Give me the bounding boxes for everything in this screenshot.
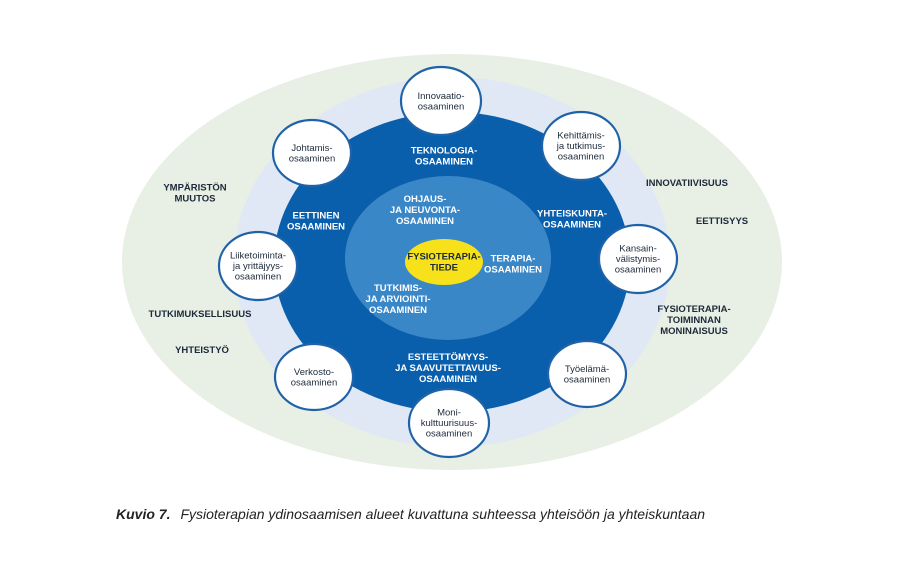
- ring-label-eettinen-line: OSAAMINEN: [287, 222, 345, 233]
- outer-label-ymparisto-line: MUUTOS: [175, 194, 216, 205]
- bubble-label-kehittamis-line: Kehittämis-: [557, 131, 605, 142]
- outer-label-yhteistyo: YHTEISTYÖ: [175, 345, 229, 356]
- bubble-label-innovaatio-line: osaaminen: [418, 101, 464, 112]
- caption-text: Fysioterapian ydinosaamisen alueet kuvat…: [180, 506, 706, 522]
- inner-label-tutkimis: TUTKIMIS-JA ARVIOINTI-OSAAMINEN: [365, 283, 430, 316]
- bubble-label-tyoelama-line: Työelämä-: [565, 364, 609, 375]
- bubble-tyoelama: [546, 339, 628, 409]
- outer-label-yhteistyo-line: YHTEISTYÖ: [175, 345, 229, 356]
- inner-label-ohjaus-line: JA NEUVONTA-: [390, 205, 460, 216]
- inner-label-terapia: TERAPIA-OSAAMINEN: [484, 254, 542, 276]
- core-label-line: FYSIOTERAPIA-: [407, 252, 480, 263]
- bubble-label-monikulttuurisuus-line: kulttuurisuus-: [421, 418, 478, 429]
- outer-label-eettisyys: EETTISYYS: [696, 216, 748, 227]
- bubble-liiketoiminta: [217, 230, 299, 302]
- bubble-label-johtamis: Johtamis-osaaminen: [289, 143, 335, 165]
- bubble-label-verkosto-line: osaaminen: [291, 377, 337, 388]
- core-ellipse: [405, 239, 483, 285]
- inner-label-tutkimis-line: TUTKIMIS-: [374, 283, 422, 294]
- bubble-label-tyoelama: Työelämä-osaaminen: [564, 364, 610, 386]
- inner-label-ohjaus-line: OHJAUS-: [404, 194, 447, 205]
- bubble-monikulttuurisuus: [407, 387, 491, 459]
- outer-label-moninaisuus-line: FYSIOTERAPIA-: [657, 304, 730, 315]
- inner-label-ohjaus: OHJAUS-JA NEUVONTA-OSAAMINEN: [390, 194, 460, 227]
- bubble-label-johtamis-line: osaaminen: [289, 153, 335, 164]
- ring-label-esteettomyys-line: ESTEETTÖMYYS-: [408, 352, 488, 363]
- bubble-label-kansainvalistymis-line: osaaminen: [615, 265, 661, 276]
- ring-label-teknologia-line: OSAAMINEN: [415, 157, 473, 168]
- core-label-line: TIEDE: [430, 263, 458, 274]
- bubble-label-kehittamis-line: ja tutkimus-: [556, 141, 606, 152]
- bubble-label-verkosto: Verkosto-osaaminen: [291, 367, 337, 389]
- outer-label-innovatiivisuus: INNOVATIIVISUUS: [646, 178, 728, 189]
- ring-label-esteettomyys-line: JA SAAVUTETTAVUUS-: [395, 363, 501, 374]
- outer-label-tutkimuksellisuus-line: TUTKIMUKSELLISUUS: [149, 309, 252, 320]
- bubble-kansainvalistymis: [597, 223, 679, 295]
- bubble-label-verkosto-line: Verkosto-: [294, 367, 334, 378]
- inner-label-ohjaus-line: OSAAMINEN: [396, 216, 454, 227]
- bubble-label-kansainvalistymis: Kansain-välistymis-osaaminen: [615, 244, 661, 276]
- inner-label-terapia-line: OSAAMINEN: [484, 265, 542, 276]
- outer-label-ymparisto-line: YMPÄRISTÖN: [163, 183, 226, 194]
- outer-label-tutkimuksellisuus: TUTKIMUKSELLISUUS: [149, 309, 252, 320]
- bubble-verkosto: [273, 342, 355, 412]
- outer-label-moninaisuus-line: TOIMINNAN: [667, 315, 721, 326]
- bubble-label-monikulttuurisuus-line: osaaminen: [426, 429, 472, 440]
- bubble-label-innovaatio: Innovaatio-osaaminen: [417, 91, 464, 113]
- outer-label-innovatiivisuus-line: INNOVATIIVISUUS: [646, 178, 728, 189]
- ring-label-eettinen-line: EETTINEN: [293, 211, 340, 222]
- bubble-kehittamis: [540, 110, 622, 182]
- ring-label-teknologia-line: TEKNOLOGIA-: [411, 146, 478, 157]
- ring-label-yhteiskunta: YHTEISKUNTA-OSAAMINEN: [537, 209, 607, 231]
- bubble-label-liiketoiminta-line: Liiketoiminta-: [230, 251, 286, 262]
- ring-label-esteettomyys-line: OSAAMINEN: [419, 374, 477, 385]
- ring-label-yhteiskunta-line: YHTEISKUNTA-: [537, 209, 607, 220]
- figure-caption: Kuvio 7. Fysioterapian ydinosaamisen alue…: [116, 506, 705, 522]
- bubble-label-tyoelama-line: osaaminen: [564, 374, 610, 385]
- bubble-label-liiketoiminta-line: ja yrittäjyys-: [232, 261, 283, 272]
- bubble-label-liiketoiminta: Liiketoiminta-ja yrittäjyys-osaaminen: [230, 251, 286, 283]
- bubble-label-liiketoiminta-line: osaaminen: [235, 272, 281, 283]
- inner-label-tutkimis-line: OSAAMINEN: [369, 305, 427, 316]
- bubble-label-monikulttuurisuus-line: Moni-: [437, 408, 461, 419]
- inner-label-tutkimis-line: JA ARVIOINTI-: [365, 294, 430, 305]
- bubble-label-kansainvalistymis-line: Kansain-: [619, 244, 657, 255]
- bubble-johtamis: [271, 118, 353, 188]
- inner-label-terapia-line: TERAPIA-: [491, 254, 536, 265]
- bubble-label-kehittamis: Kehittämis-ja tutkimus-osaaminen: [556, 131, 606, 163]
- ring-label-yhteiskunta-line: OSAAMINEN: [543, 220, 601, 231]
- bubble-label-kansainvalistymis-line: välistymis-: [616, 254, 660, 265]
- bubble-label-johtamis-line: Johtamis-: [291, 143, 332, 154]
- ring-label-teknologia: TEKNOLOGIA-OSAAMINEN: [411, 146, 478, 168]
- outer-label-moninaisuus-line: MONINAISUUS: [660, 326, 728, 337]
- bubble-label-kehittamis-line: osaaminen: [558, 152, 604, 163]
- ring-label-esteettomyys: ESTEETTÖMYYS-JA SAAVUTETTAVUUS-OSAAMINEN: [395, 352, 501, 385]
- bubble-innovaatio: [399, 65, 483, 137]
- outer-label-eettisyys-line: EETTISYYS: [696, 216, 748, 227]
- caption-label: Kuvio 7.: [116, 506, 171, 522]
- bubble-label-monikulttuurisuus: Moni-kulttuurisuus-osaaminen: [421, 408, 478, 440]
- bubble-label-innovaatio-line: Innovaatio-: [417, 91, 464, 102]
- core-label: FYSIOTERAPIA-TIEDE: [407, 252, 480, 274]
